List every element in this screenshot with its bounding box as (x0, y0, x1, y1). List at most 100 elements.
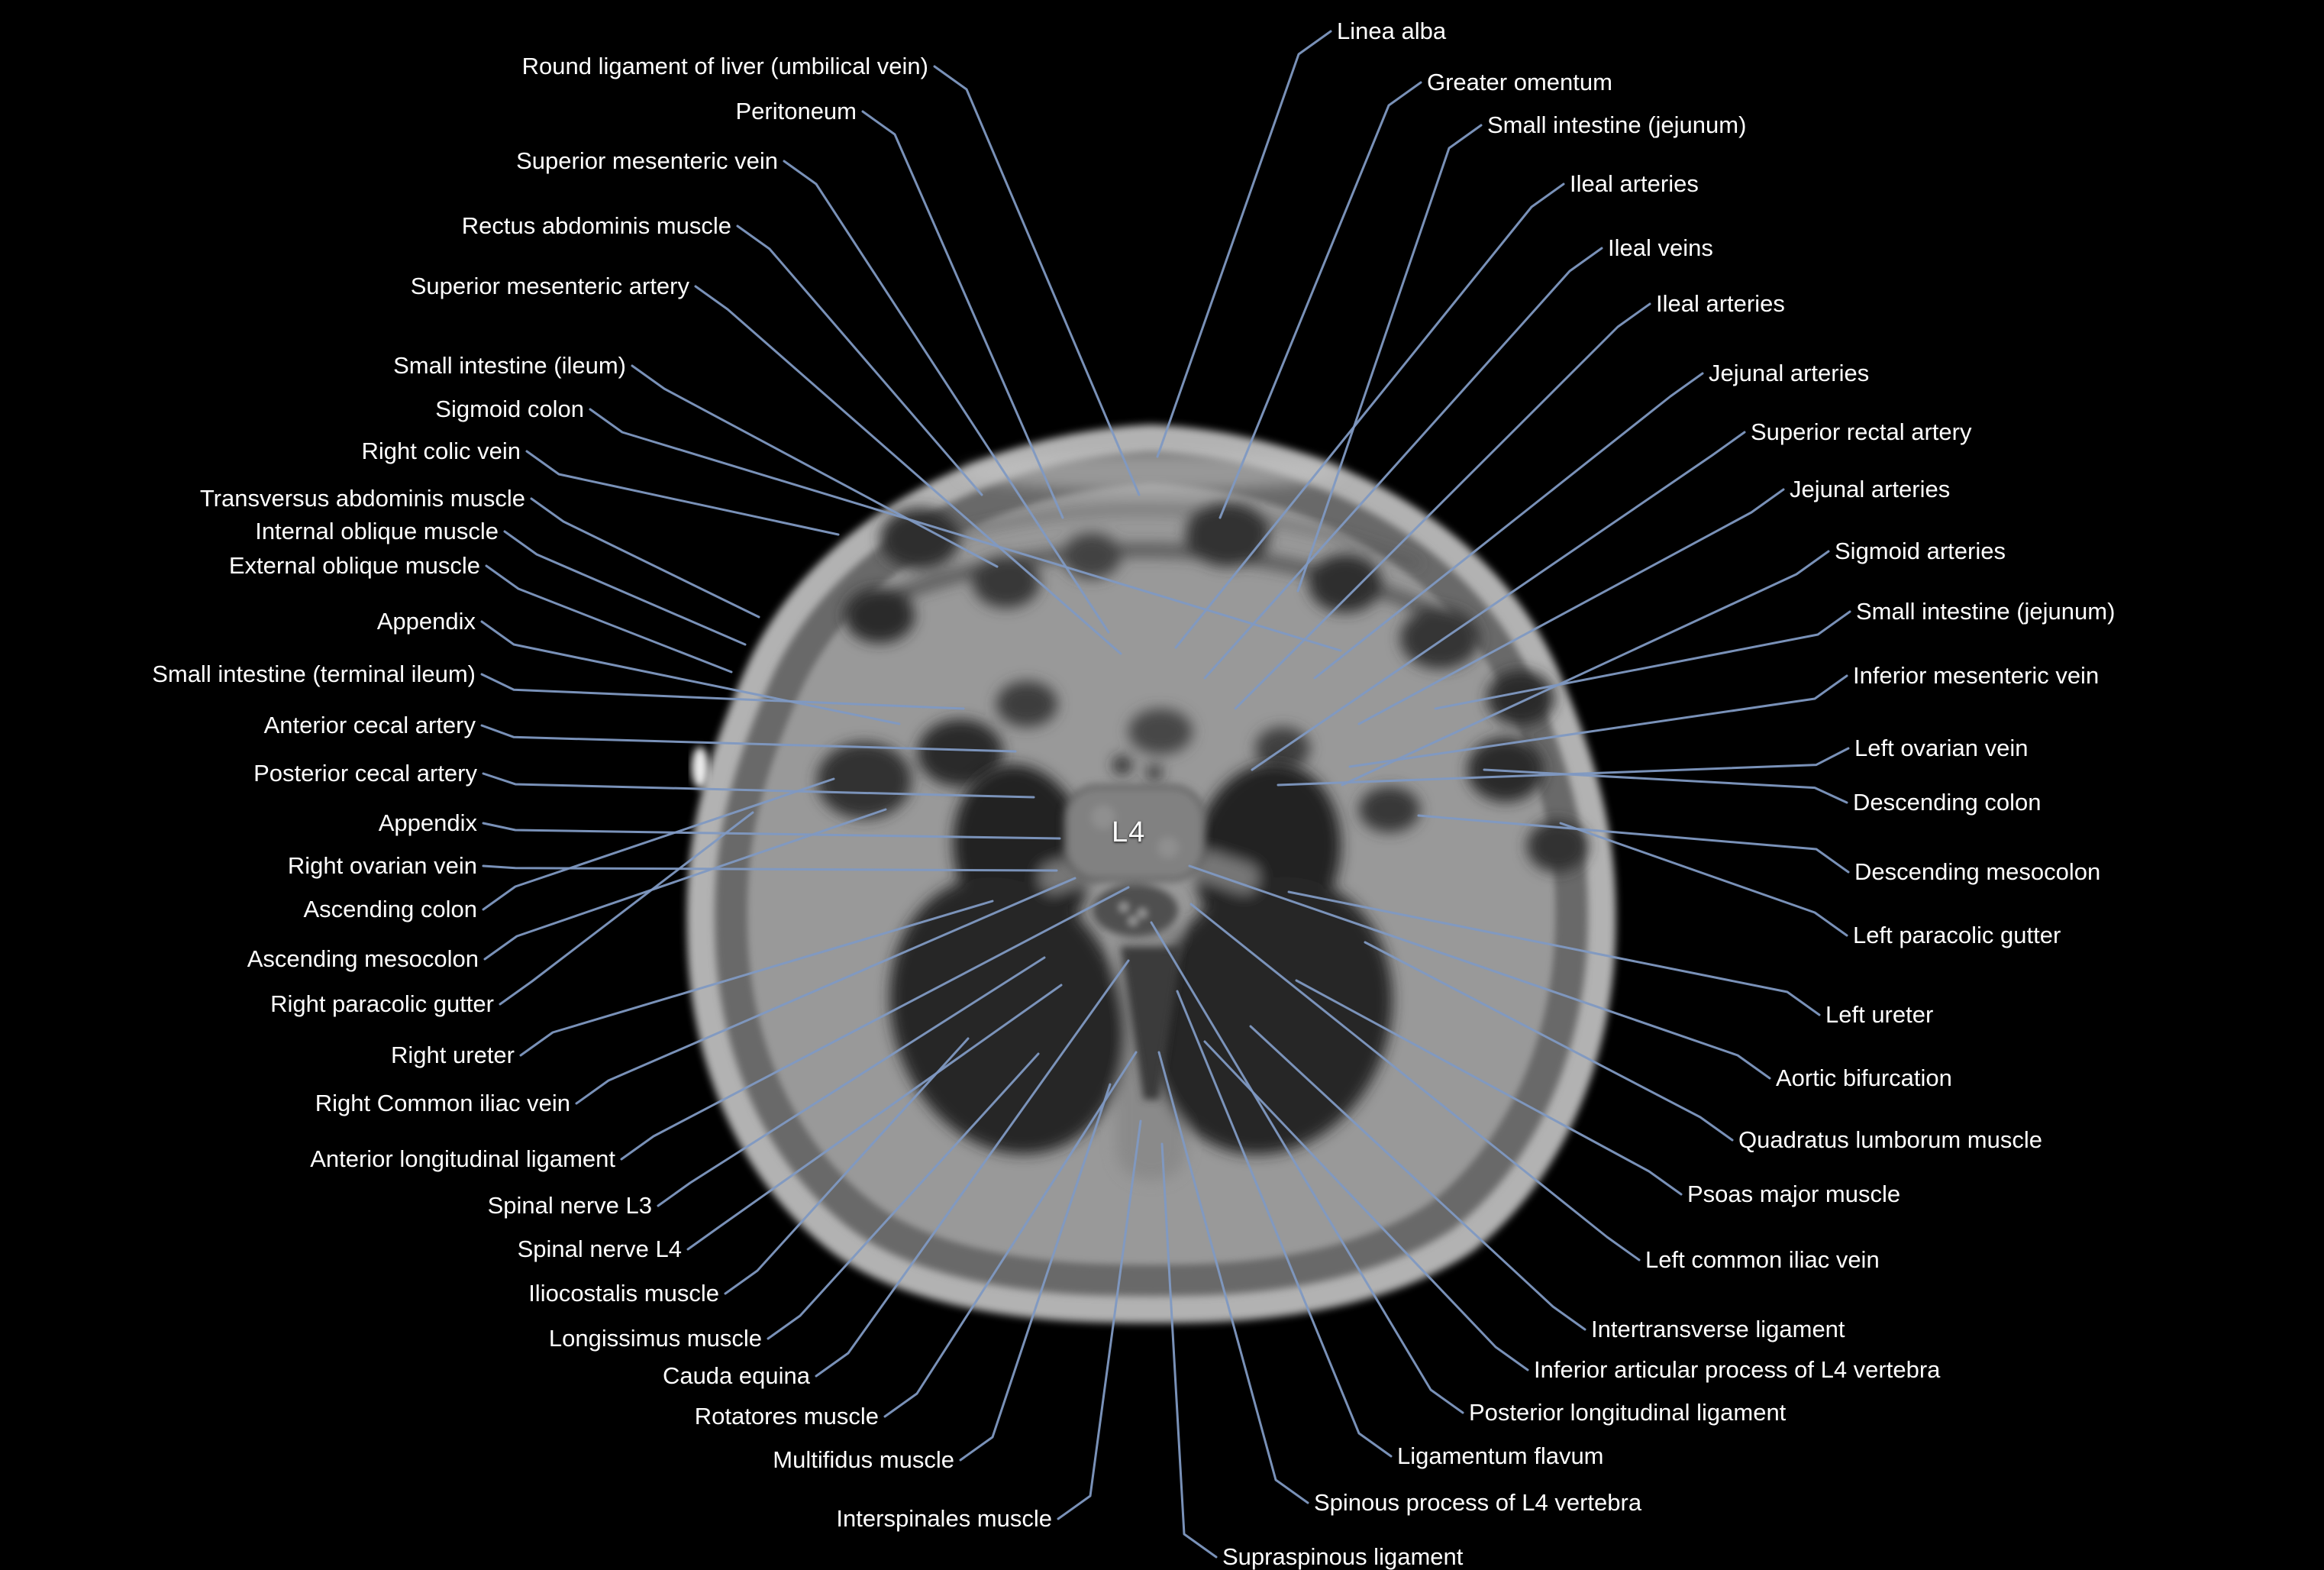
cauda-equina-root (1120, 903, 1128, 911)
descending-colon-blob (1467, 738, 1544, 802)
leader-line-right-colic-vein (525, 450, 840, 536)
label-inferior-mesenteric-vein: Inferior mesenteric vein (1853, 662, 2100, 689)
leader-line-round-ligament-of-liver-umbilical-vein (933, 65, 1141, 496)
leader-line-ascending-colon (482, 777, 835, 911)
leader-lines-layer (480, 30, 1851, 1559)
label-multifidus-muscle: Multifidus muscle (773, 1446, 954, 1473)
leader-line-descending-colon (1483, 768, 1848, 804)
leader-line-left-ureter (1287, 890, 1821, 1016)
label-sigmoid-arteries: Sigmoid arteries (1835, 538, 2006, 564)
leader-line-appendix (480, 620, 901, 725)
label-posterior-longitudinal-ligament: Posterior longitudinal ligament (1469, 1399, 1787, 1426)
viscera-detail (817, 454, 1588, 872)
leader-line-posterior-longitudinal-ligament (1150, 921, 1464, 1414)
vessel-dot (1147, 765, 1162, 780)
leader-line-superior-mesenteric-artery (694, 285, 1122, 655)
anterior-fat-streak (960, 454, 1342, 490)
label-cauda-equina: Cauda equina (662, 1362, 810, 1389)
leader-line-small-intestine-ileum (631, 364, 999, 568)
label-linea-alba: Linea alba (1337, 18, 1447, 44)
cauda-equina-root (1138, 909, 1146, 917)
leader-line-spinous-process-of-l4-vertebra (1157, 1051, 1309, 1504)
leader-line-greater-omentum (1218, 81, 1422, 519)
bowel-loop (1359, 787, 1420, 832)
label-jejunal-arteries: Jejunal arteries (1709, 360, 1870, 386)
label-inferior-articular-process-of-l4-vertebra: Inferior articular process of L4 vertebr… (1534, 1356, 1941, 1383)
leader-line-external-oblique-muscle (485, 564, 733, 674)
leader-line-small-intestine-jejunum (1434, 610, 1851, 710)
label-transversus-abdominis-muscle: Transversus abdominis muscle (199, 485, 525, 512)
leader-line-inferior-articular-process-of-l4-vertebra (1203, 1040, 1529, 1371)
vessel-dot (1113, 756, 1131, 774)
leader-line-psoas-major-muscle (1295, 979, 1683, 1196)
bowel-loop (1186, 502, 1270, 567)
label-left-paracolic-gutter: Left paracolic gutter (1853, 922, 2061, 948)
leader-line-appendix (482, 822, 1061, 840)
bowel-loop (1063, 533, 1121, 579)
label-superior-mesenteric-artery: Superior mesenteric artery (410, 273, 689, 299)
bowel-loop (973, 556, 1040, 608)
label-ligamentum-flavum: Ligamentum flavum (1397, 1442, 1604, 1469)
leader-line-left-common-iliac-vein (1189, 903, 1641, 1261)
bowel-loop (1309, 554, 1382, 612)
leader-line-aortic-bifurcation (1188, 864, 1771, 1080)
cecum (817, 742, 912, 819)
leader-line-anterior-cecal-artery (480, 724, 1017, 753)
leader-line-ileal-veins (1203, 247, 1603, 680)
leader-line-jejunal-arteries (1357, 488, 1785, 725)
label-ileal-arteries: Ileal arteries (1656, 290, 1785, 317)
label-iliocostalis-muscle: Iliocostalis muscle (528, 1280, 719, 1307)
label-round-ligament-of-liver-umbilical-vein: Round ligament of liver (umbilical vein) (521, 53, 928, 79)
spinous-process (1121, 947, 1182, 1100)
leader-line-right-common-iliac-vein (575, 877, 1076, 1105)
label-spinous-process-of-l4-vertebra: Spinous process of L4 vertebra (1314, 1489, 1642, 1516)
leader-line-ligamentum-flavum (1176, 990, 1393, 1458)
spine-region (889, 762, 1393, 1180)
leader-line-rectus-abdominis-muscle (736, 225, 983, 496)
flank-bright-spot (692, 747, 708, 788)
label-interspinales-muscle: Interspinales muscle (836, 1505, 1052, 1532)
leader-line-left-ovarian-vein (1277, 747, 1850, 787)
label-ileal-veins: Ileal veins (1608, 234, 1713, 261)
spinal-canal (1093, 884, 1178, 936)
label-superior-mesenteric-vein: Superior mesenteric vein (516, 147, 778, 174)
leader-line-longissimus-muscle (767, 1052, 1040, 1340)
label-superior-rectal-artery: Superior rectal artery (1751, 418, 1972, 445)
label-sigmoid-colon: Sigmoid colon (435, 396, 584, 422)
label-left-ovarian-vein: Left ovarian vein (1854, 735, 2029, 761)
label-spinal-nerve-l4: Spinal nerve L4 (517, 1236, 682, 1262)
leader-line-anterior-longitudinal-ligament (620, 886, 1130, 1161)
leader-line-supraspinous-ligament (1160, 1142, 1218, 1559)
leader-line-right-ovarian-vein (482, 864, 1058, 872)
bowel-loop (1527, 820, 1588, 872)
label-intertransverse-ligament: Intertransverse ligament (1591, 1316, 1845, 1342)
label-supraspinous-ligament: Supraspinous ligament (1222, 1543, 1464, 1570)
leader-line-small-intestine-terminal-ileum (480, 673, 965, 710)
leader-line-posterior-cecal-artery (482, 772, 1035, 799)
leader-line-right-paracolic-gutter (499, 811, 754, 1006)
leader-line-small-intestine-jejunum (1296, 124, 1483, 593)
bowel-loop (1487, 670, 1554, 725)
label-greater-omentum: Greater omentum (1427, 69, 1612, 95)
leader-line-quadratus-lumborum-muscle (1364, 941, 1734, 1142)
leader-line-inferior-mesenteric-vein (1348, 674, 1848, 768)
bowel-loop (918, 719, 1003, 787)
label-small-intestine-terminal-ileum: Small intestine (terminal ileum) (152, 661, 476, 687)
erector-spinae-right (889, 877, 1126, 1155)
bowel-loop (996, 681, 1057, 727)
label-posterior-cecal-artery: Posterior cecal artery (253, 760, 477, 787)
transverse-process-left (1191, 850, 1260, 894)
leader-line-rotatores-muscle (883, 1051, 1138, 1418)
leader-line-spinal-nerve-l4 (686, 984, 1063, 1251)
leader-line-linea-alba (1156, 30, 1332, 458)
bowel-loop (1128, 709, 1193, 754)
cauda-equina-root (1129, 917, 1137, 925)
label-ascending-colon: Ascending colon (303, 896, 478, 922)
leader-line-superior-mesenteric-vein (783, 160, 1110, 634)
label-right-paracolic-gutter: Right paracolic gutter (270, 990, 494, 1017)
label-right-ovarian-vein: Right ovarian vein (287, 852, 477, 879)
leader-line-multifidus-muscle (959, 1083, 1112, 1462)
bowel-loop (880, 508, 960, 569)
leader-line-jejunal-arteries (1313, 372, 1704, 680)
